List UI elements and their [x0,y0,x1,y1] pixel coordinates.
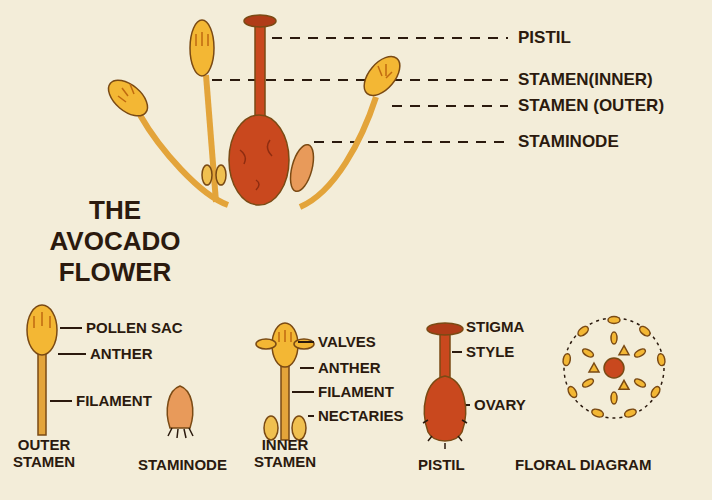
stamen-mark [581,347,594,358]
tepal-mark [591,408,605,419]
tepal-mark [562,353,571,366]
part-label: POLLEN SAC [86,319,183,336]
stamen-mark [581,377,594,388]
part-label: VALVES [318,333,376,350]
part-label: OVARY [474,396,526,413]
tepal-mark [608,317,620,324]
outer-stamen-detail [27,305,57,435]
floral-diagram [562,317,666,419]
tepal-mark [657,353,666,366]
staminode-mark [619,346,629,355]
part-label: OUTER STAMEN [4,436,84,471]
stamen-mark [633,347,646,358]
part-label: ANTHER [90,345,153,362]
part-label: FILAMENT [318,383,394,400]
part-label: STAMINODE [138,456,227,473]
title: THE AVOCADO FLOWER [40,195,190,289]
part-label: PISTIL [518,28,571,48]
part-label: INNER STAMEN [243,436,327,471]
inner-stamen-detail [256,323,314,440]
part-label: STAMINODE [518,132,619,152]
staminode-mark [619,380,629,389]
stamen-mark [611,392,617,404]
part-label: NECTARIES [318,407,404,424]
whole-flower [102,15,407,207]
tepal-mark [576,325,590,338]
tepal-mark [566,385,578,399]
part-label: ANTHER [318,359,381,376]
part-label: STIGMA [466,318,524,335]
tepal-mark [650,385,662,399]
stamen-mark [633,377,646,388]
part-label: FLORAL DIAGRAM [515,456,651,473]
pistil-detail [423,323,467,449]
part-label: FILAMENT [76,392,152,409]
stamen-mark [611,332,617,344]
detail-leaders [50,328,470,416]
part-label: STYLE [466,343,514,360]
staminode-detail [167,386,193,438]
part-label: STAMEN(INNER) [518,70,653,90]
staminode-mark [589,363,599,372]
part-label: STAMEN (OUTER) [518,96,664,116]
tepal-mark [624,408,638,419]
tepal-mark [638,325,652,338]
part-label: PISTIL [418,456,465,473]
